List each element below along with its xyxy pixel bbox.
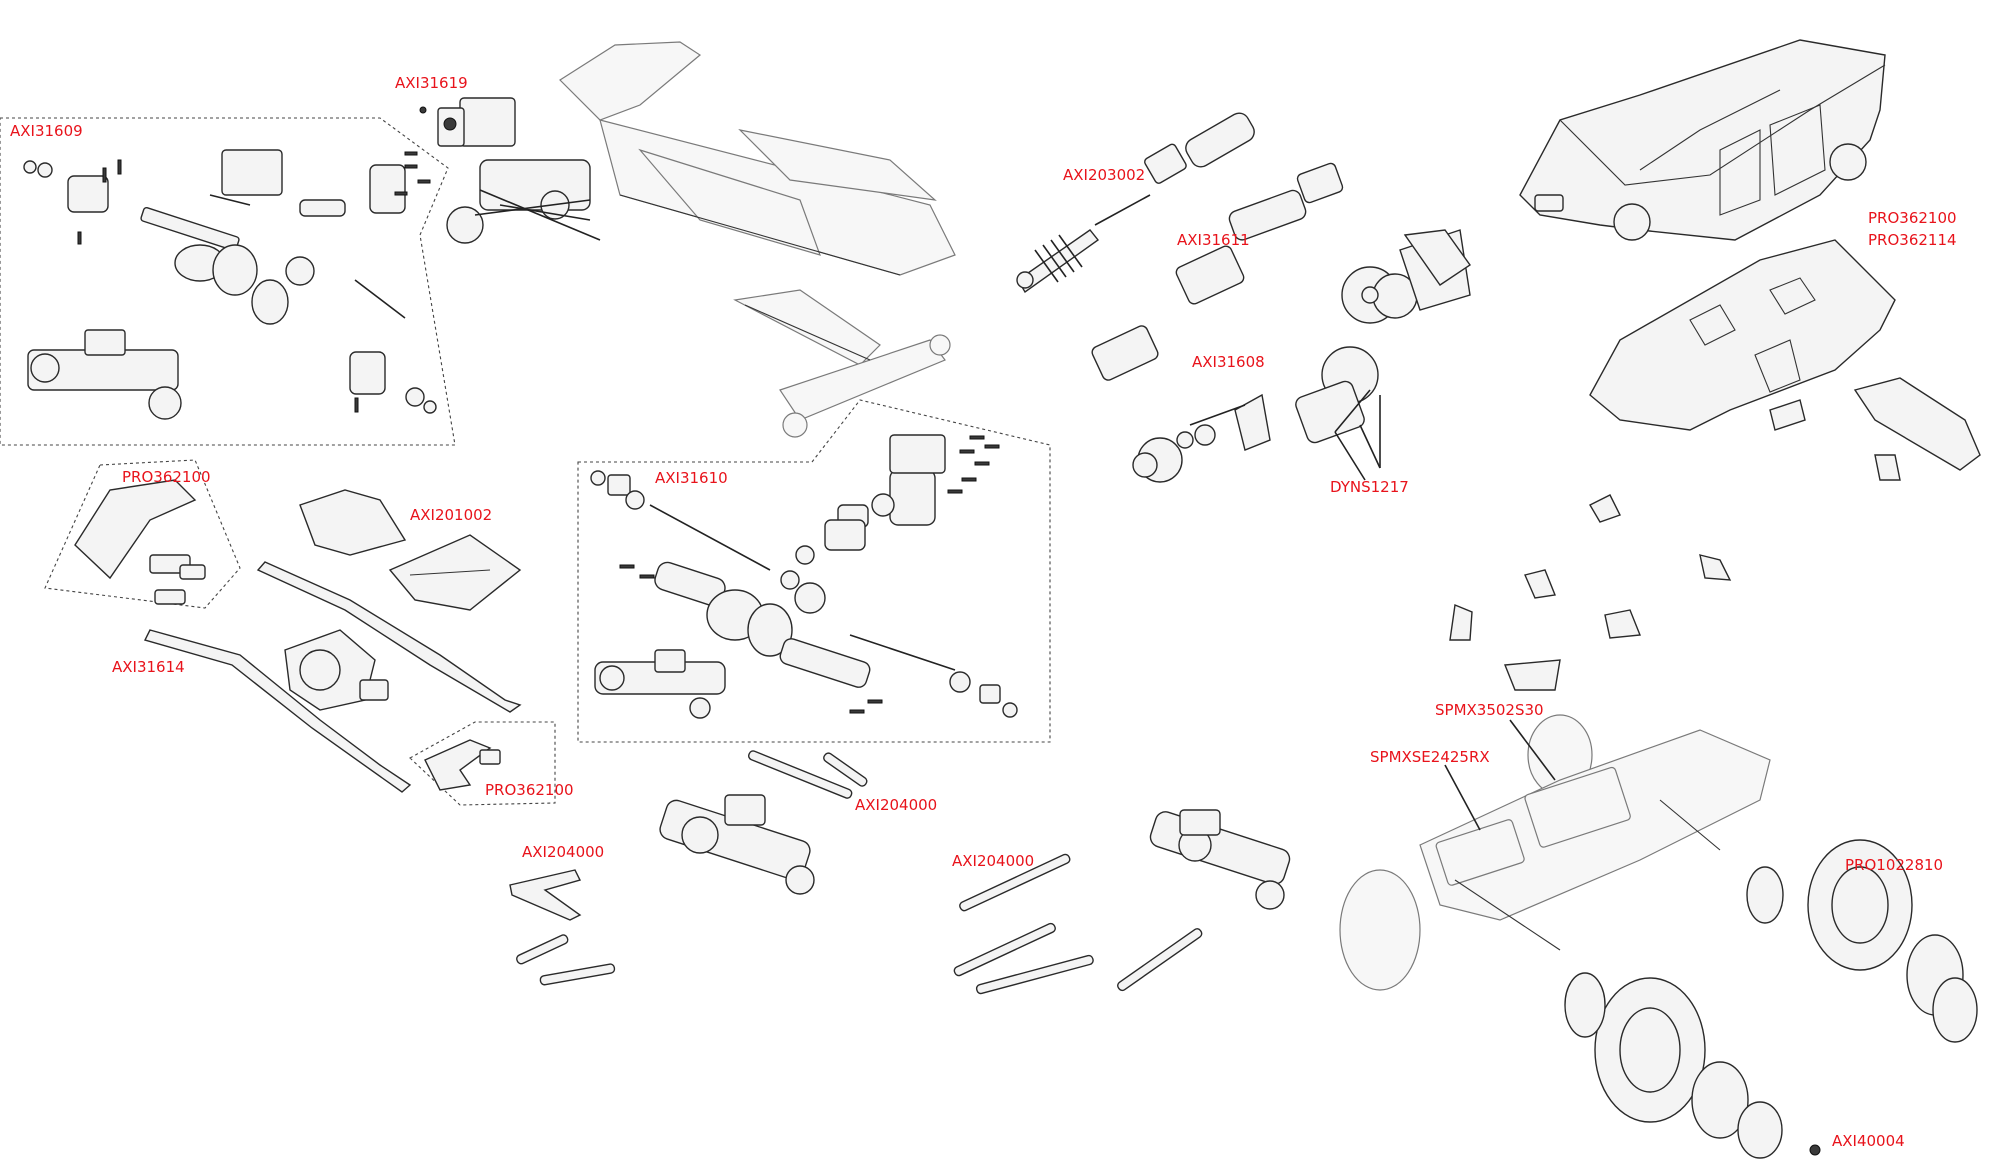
label-spmx3502s30: SPMX3502S30 — [1435, 701, 1544, 719]
rear-axle-links — [733, 289, 951, 438]
label-pro362100-body: PRO362100 — [1868, 209, 1957, 227]
frame-rails — [143, 561, 522, 793]
interior-tray — [1589, 239, 1896, 431]
battery-tray-part — [299, 489, 522, 611]
front-axle-exploded — [23, 149, 437, 420]
tire-front — [1746, 839, 1978, 1043]
rear-axle-upper-parts — [824, 434, 946, 551]
label-axi40004: AXI40004 — [1832, 1132, 1905, 1150]
leader-line-spmx3502s30 — [1509, 719, 1556, 781]
group-outline-pro362100-mount — [409, 721, 556, 806]
rolling-chassis — [1339, 714, 1771, 991]
label-axi203002: AXI203002 — [1063, 166, 1145, 184]
front-bumper-part — [74, 479, 206, 605]
label-axi31619: AXI31619 — [395, 74, 468, 92]
body-shell — [1519, 39, 1886, 241]
label-axi204000-c: AXI204000 — [952, 852, 1034, 870]
transmission-exploded — [1091, 162, 1471, 483]
leader-line-dyns1217-a — [1359, 424, 1381, 469]
rear-axle-assembled — [1149, 809, 1291, 910]
group-outline-axi31609 — [0, 117, 456, 446]
servo-part — [419, 97, 516, 147]
label-axi31608: AXI31608 — [1192, 353, 1265, 371]
suspension-links — [509, 750, 1203, 995]
label-axi31609: AXI31609 — [10, 122, 83, 140]
label-dyns1217: DYNS1217 — [1330, 478, 1409, 496]
shock-part — [1016, 112, 1255, 294]
label-pro362114: PRO362114 — [1868, 231, 1957, 249]
label-axi204000-b: AXI204000 — [522, 843, 604, 861]
rear-axle-exploded — [590, 434, 1018, 719]
label-axi204000-a: AXI204000 — [855, 796, 937, 814]
group-outline-pro362100-bumper — [44, 459, 241, 609]
label-pro1022810: PRO1022810 — [1845, 856, 1943, 874]
chassis-frame-top — [559, 41, 956, 276]
label-spmxse2425rx: SPMXSE2425RX — [1370, 748, 1490, 766]
group-outline-axi31610 — [577, 399, 1051, 743]
body-accessories — [1449, 377, 1981, 691]
front-suspension-assembly — [446, 159, 601, 244]
label-axi201002: AXI201002 — [410, 506, 492, 524]
body-mount-part — [424, 739, 501, 791]
front-axle-assembled — [659, 794, 815, 895]
label-pro362100-mount: PRO362100 — [485, 781, 574, 799]
label-axi31614: AXI31614 — [112, 658, 185, 676]
label-pro362100-bumper: PRO362100 — [122, 468, 211, 486]
leader-line-spmxse2425rx — [1444, 764, 1481, 831]
tire-rear — [1564, 972, 1821, 1159]
label-axi31610: AXI31610 — [655, 469, 728, 487]
label-axi31611: AXI31611 — [1177, 231, 1250, 249]
